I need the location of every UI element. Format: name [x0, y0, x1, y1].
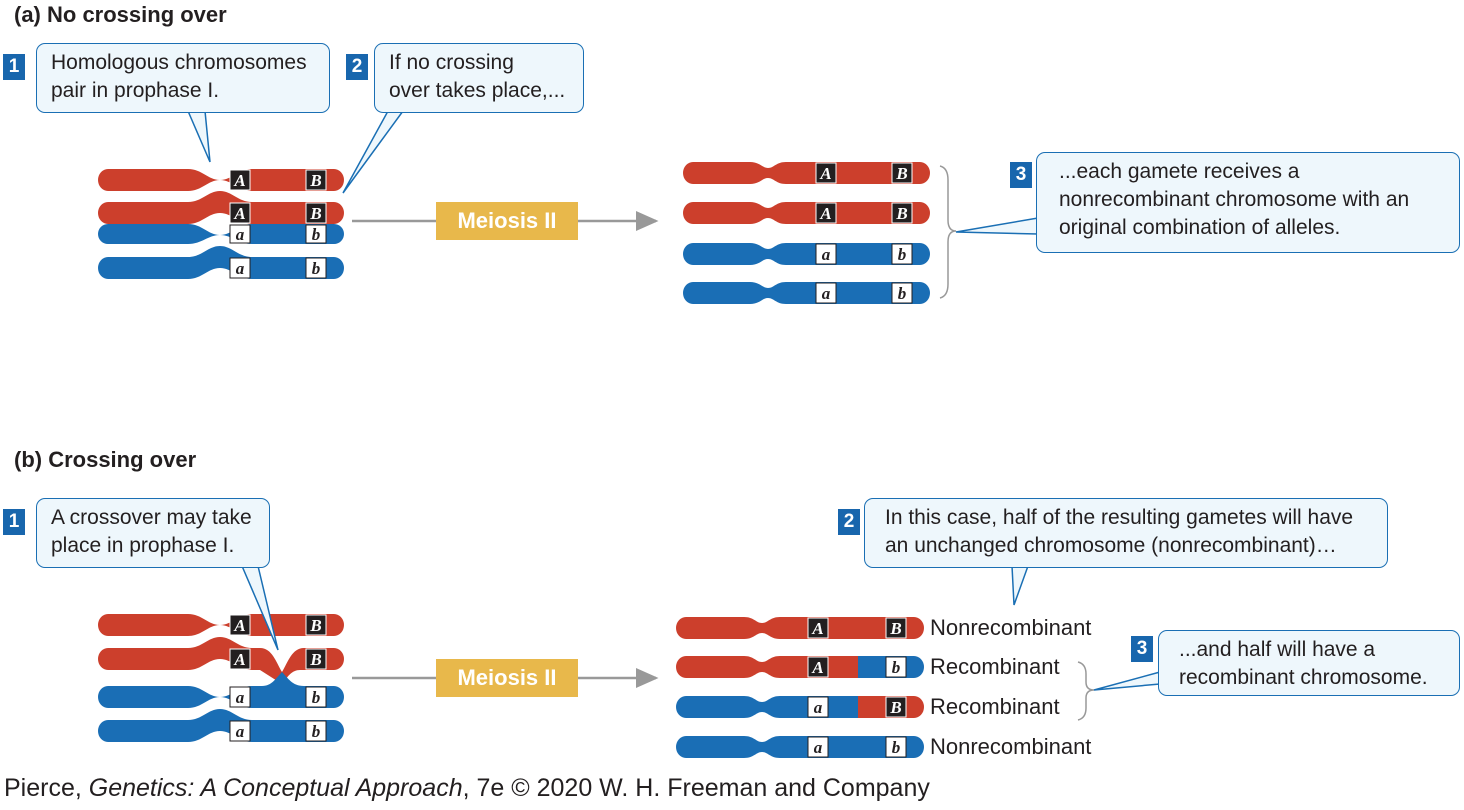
blue-sister-chromatid — [98, 672, 344, 708]
allele-B: B — [895, 204, 907, 223]
allele-A: A — [233, 204, 245, 223]
step-badge-a3: 3 — [1010, 162, 1032, 188]
allele-a: a — [822, 284, 831, 303]
allele-a: a — [236, 225, 245, 244]
bivalent-a: A B A B a b a b — [98, 169, 344, 279]
pointer-b3 — [1093, 671, 1161, 691]
allele-A: A — [811, 658, 823, 677]
callout-text-line: original combination of alleles. — [1059, 216, 1341, 239]
allele-B: B — [309, 171, 321, 190]
allele-a: a — [236, 259, 245, 278]
allele-B: B — [309, 650, 321, 669]
callout-a1: Homologous chromosomes pair in prophase … — [36, 43, 330, 113]
gamete-chromosome — [683, 282, 930, 304]
callout-text-line: recombinant chromosome. — [1179, 666, 1428, 689]
pointer-b2 — [1011, 565, 1029, 606]
pointer-b1 — [241, 565, 279, 651]
allele-b: b — [312, 259, 321, 278]
pointer-a1 — [187, 110, 211, 163]
gamete-chromosome — [676, 656, 858, 678]
allele-A: A — [233, 650, 245, 669]
gamete-label-4: Nonrecombinant — [930, 734, 1092, 759]
red-sister-chromatid — [98, 637, 344, 684]
panel-b-title: (b) Crossing over — [14, 447, 197, 472]
step-badge-b1: 1 — [3, 509, 25, 535]
red-sister-chromatid — [98, 169, 344, 191]
step-badge-b3: 3 — [1131, 636, 1153, 662]
allele-A: A — [233, 171, 245, 190]
allele-b: b — [892, 658, 901, 677]
callout-text-line: place in prophase I. — [51, 534, 235, 557]
gamete-label-3: Recombinant — [930, 694, 1060, 719]
allele-B: B — [895, 164, 907, 183]
meiosis-ii-label-a: Meiosis II — [436, 202, 578, 240]
callout-text-line: nonrecombinant chromosome with an — [1059, 188, 1410, 211]
brace-a — [939, 165, 957, 299]
allele-B: B — [889, 698, 901, 717]
gamete-chromosome — [683, 243, 930, 265]
allele-B: B — [309, 616, 321, 635]
allele-B: B — [889, 619, 901, 638]
red-sister-chromatid — [98, 191, 344, 224]
blue-sister-chromatid — [98, 709, 344, 742]
callout-text-line: over takes place,... — [389, 79, 566, 102]
callout-text-line: pair in prophase I. — [51, 79, 220, 102]
allele-b: b — [898, 245, 907, 264]
blue-sister-chromatid — [98, 246, 344, 279]
credit-book-title: Genetics: A Conceptual Approach — [88, 774, 463, 802]
callout-b2: In this case, half of the resulting game… — [864, 498, 1388, 568]
credit-author: Pierce, — [4, 774, 89, 802]
gamete-chromosome — [683, 162, 930, 184]
gamete-chromosome — [676, 736, 924, 758]
callout-text-line: If no crossing — [389, 51, 514, 74]
allele-A: A — [233, 616, 245, 635]
gamete-chromosome — [676, 617, 924, 639]
allele-B: B — [309, 204, 321, 223]
pointer-a3 — [955, 217, 1039, 235]
step-badge-b2: 2 — [838, 509, 860, 535]
gamete-label-2: Recombinant — [930, 654, 1060, 679]
allele-b: b — [892, 738, 901, 757]
callout-text-line: ...each gamete receives a — [1059, 160, 1300, 183]
meiosis-ii-label-b: Meiosis II — [436, 659, 578, 697]
pointer-a2 — [342, 110, 404, 194]
callout-a2: If no crossing over takes place,... — [374, 43, 584, 113]
callout-text-line: Homologous chromosomes — [51, 51, 307, 74]
allele-a: a — [822, 245, 831, 264]
gamete-label-1: Nonrecombinant — [930, 615, 1092, 640]
allele-A: A — [819, 164, 831, 183]
allele-b: b — [312, 225, 321, 244]
step-badge-a1: 1 — [3, 54, 25, 80]
blue-sister-chromatid — [98, 224, 344, 244]
callout-text-line: ...and half will have a — [1179, 638, 1376, 661]
credit-line: Pierce, Genetics: A Conceptual Approach,… — [4, 774, 930, 803]
callout-text-line: A crossover may take — [51, 506, 252, 529]
allele-a: a — [814, 738, 823, 757]
credit-publisher: , 7e © 2020 W. H. Freeman and Company — [462, 774, 930, 802]
red-sister-chromatid — [98, 614, 344, 636]
allele-a: a — [236, 688, 245, 707]
panel-a-title: (a) No crossing over — [14, 2, 227, 27]
callout-b1: A crossover may take place in prophase I… — [36, 498, 270, 568]
allele-a: a — [236, 722, 245, 741]
callout-b3: ...and half will have a recombinant chro… — [1158, 630, 1460, 696]
allele-b: b — [898, 284, 907, 303]
callout-a3: ...each gamete receives a nonrecombinant… — [1036, 152, 1460, 253]
allele-A: A — [819, 204, 831, 223]
allele-b: b — [312, 688, 321, 707]
gametes-a: A B A B a b a b — [683, 162, 930, 304]
allele-a: a — [814, 698, 823, 717]
callout-text-line: In this case, half of the resulting game… — [885, 506, 1354, 529]
gamete-chromosome — [683, 202, 930, 224]
allele-b: b — [312, 722, 321, 741]
gametes-b: A B A b a B a b — [676, 617, 924, 758]
callout-text-line: an unchanged chromosome (nonrecombinant)… — [885, 534, 1337, 557]
allele-A: A — [811, 619, 823, 638]
bivalent-b: A B A B a b a b — [98, 614, 344, 742]
brace-b — [1077, 661, 1095, 721]
gamete-chromosome — [676, 696, 858, 718]
step-badge-a2: 2 — [346, 54, 368, 80]
